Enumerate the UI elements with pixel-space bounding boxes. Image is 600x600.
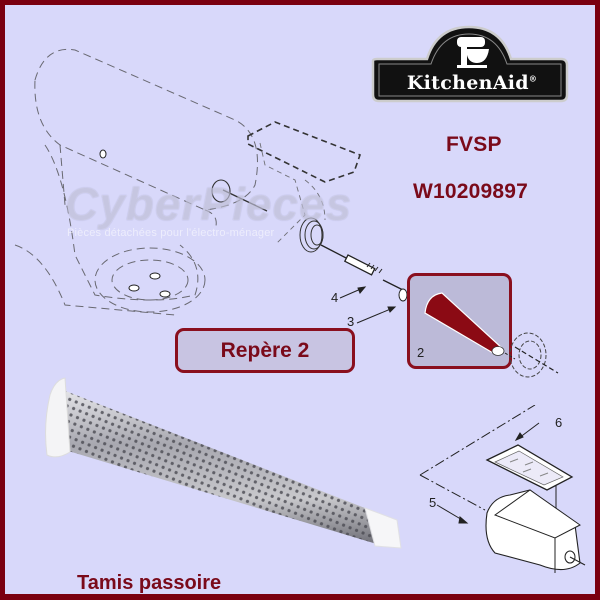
part-number: W10209897 [413,180,529,203]
reference-label: Repère 2 [220,338,310,362]
gear-nut-icon [509,332,559,378]
callout-number-6: 6 [555,415,563,430]
callout-number-5: 5 [429,495,437,510]
model-code: FVSP [446,133,502,156]
callout-number-4: 4 [331,290,339,305]
callout-number-3: 3 [347,314,355,329]
brand-logo-text: KitchenAid® [406,72,538,94]
cone-sieve-photo [45,377,402,549]
kitchenaid-logo [371,25,569,103]
reference-label-box: Repère 2 [175,328,355,373]
callout-number-2: 2 [417,345,425,360]
hopper-tray-diagram [419,405,586,573]
part-name-caption: Tamis passoire [77,572,222,594]
watermark-brand: CyberPieces [65,178,353,230]
exploded-parts-diagram [14,48,540,524]
watermark-tagline: Pièces détachées pour l'électro-ménager [67,227,275,239]
stand-mixer-icon [457,37,489,68]
